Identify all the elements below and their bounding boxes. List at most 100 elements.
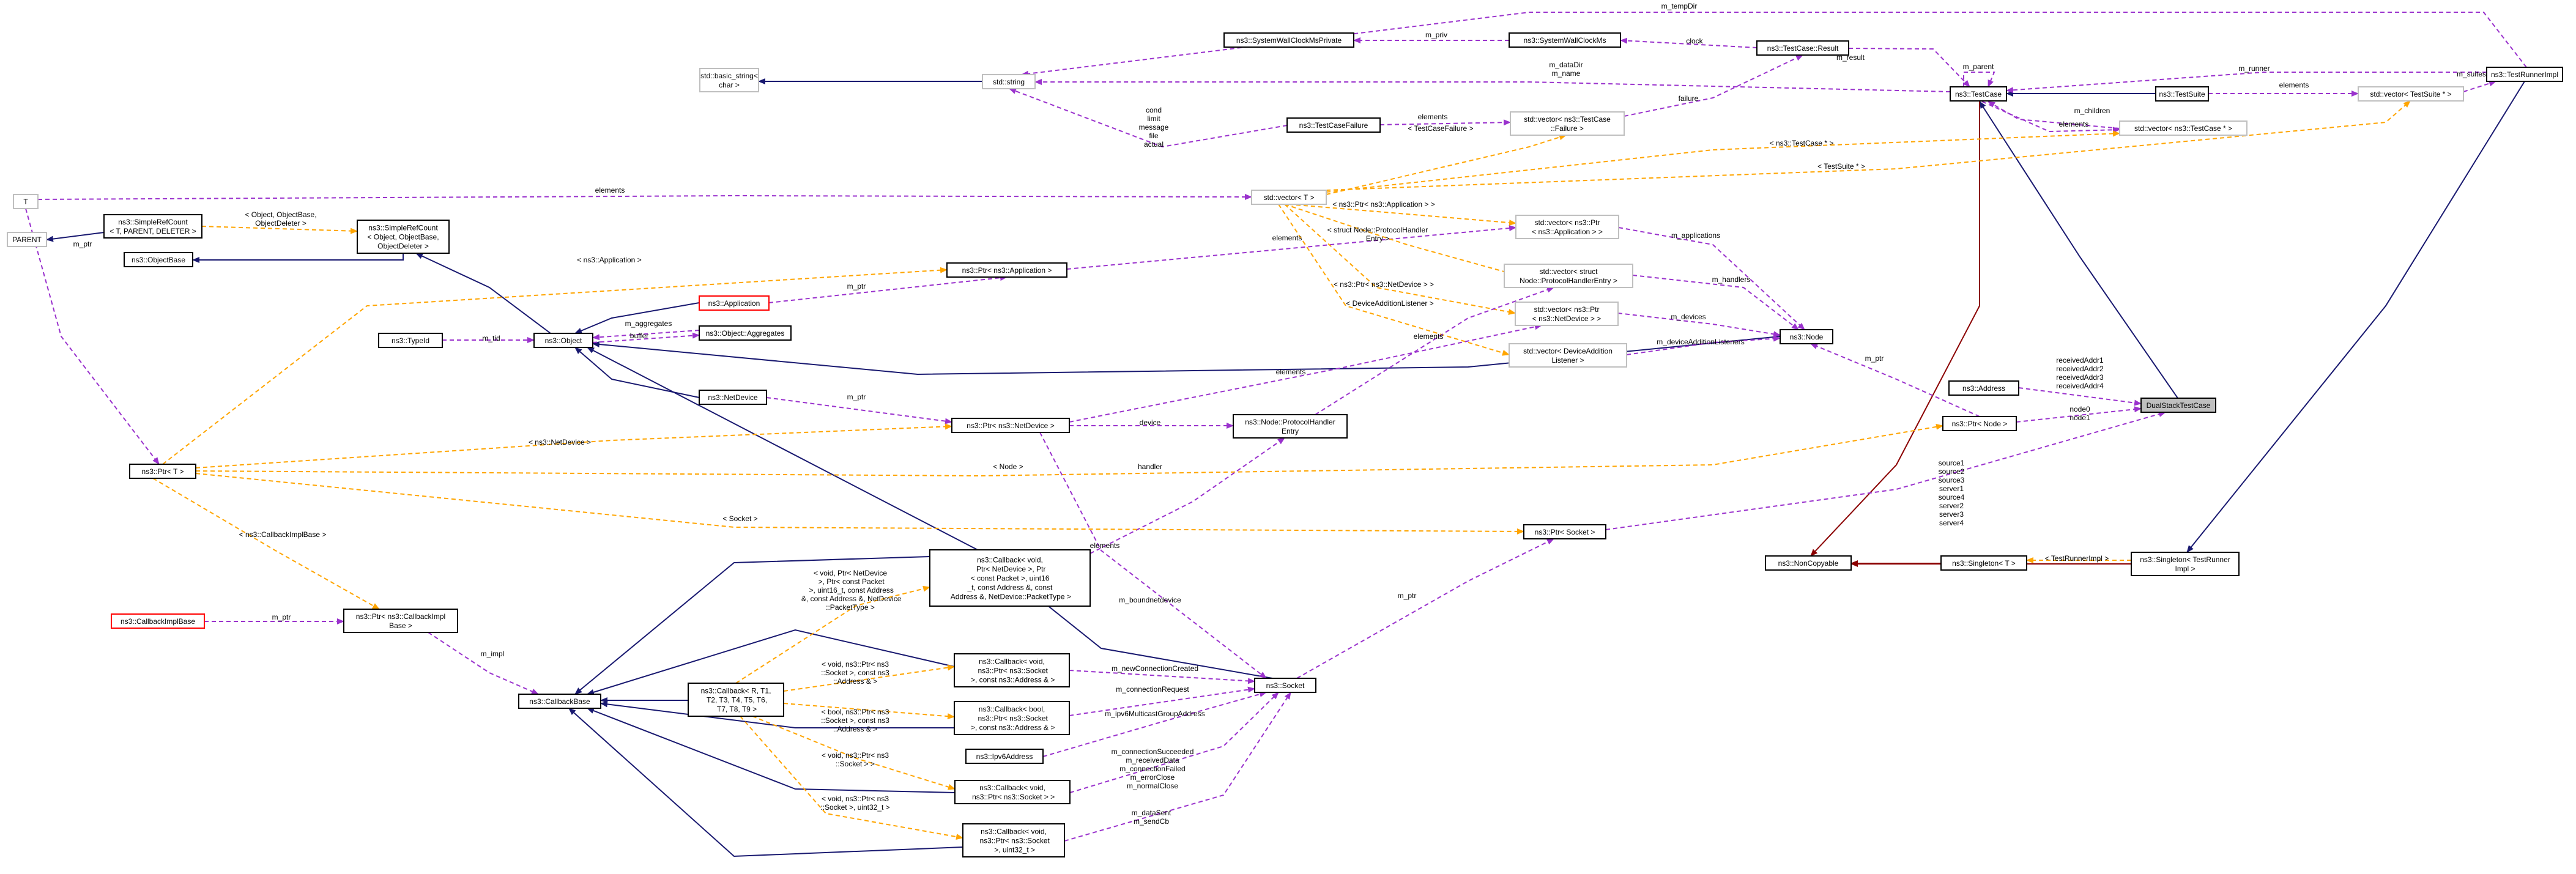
- class-node-label: std::vector< ns3::TestCase * >: [2134, 124, 2232, 133]
- edge-inherit-object-to-simplerefcountobj: [415, 253, 551, 334]
- class-node-vec-test-case-failure[interactable]: std::vector< ns3::TestCase::Failure >: [1510, 111, 1625, 136]
- edge-label-l-objbase-tmpl: < Object, ObjectBase,ObjectDeleter >: [245, 210, 316, 228]
- edge-inherit-callbackprotocol-to-callbackbase: [574, 556, 930, 695]
- class-node-ptr-socket[interactable]: ns3::Ptr< Socket >: [1523, 524, 1606, 539]
- edge-template-callbacktemplate-to-callbackvoidsocketaddr: [783, 664, 955, 692]
- edge-usage-callbackvoidsocketuint-to-socket: [1064, 692, 1291, 842]
- edge-usage-string-to-testcase: [1034, 79, 1951, 92]
- class-node-object[interactable]: ns3::Object: [533, 333, 593, 348]
- class-node-ptr-application[interactable]: ns3::Ptr< ns3::Application >: [946, 262, 1067, 278]
- class-node-callback-void-socket[interactable]: ns3::Callback< void, ns3::Ptr< ns3::Sock…: [954, 780, 1071, 804]
- class-node-vec-ptr-net-device[interactable]: std::vector< ns3::Ptr< ns3::NetDevice > …: [1515, 302, 1619, 326]
- edge-label-l-elements-tsuite: elements: [2279, 81, 2309, 89]
- class-node-non-copyable[interactable]: ns3::NonCopyable: [1765, 555, 1852, 571]
- class-node-string[interactable]: std::string: [982, 74, 1036, 89]
- class-node-ptr-node[interactable]: ns3::Ptr< Node >: [1942, 416, 2017, 431]
- class-node-object-base[interactable]: ns3::ObjectBase: [124, 252, 193, 267]
- class-node-label: ns3::Singleton< T >: [1952, 559, 2016, 568]
- edge-label-l-handlers: m_handlers: [1712, 275, 1751, 284]
- class-node-system-wall-clock-ms[interactable]: ns3::SystemWallClockMs: [1509, 32, 1621, 48]
- edge-usage-ptrsocket-to-dualstacktestcase: [1605, 411, 2166, 530]
- class-node-ptr-t[interactable]: ns3::Ptr< T >: [129, 464, 196, 479]
- edge-inherit-callbackvoidsocket-to-callbackbase: [587, 708, 956, 793]
- class-node-label: ns3::Application: [708, 299, 760, 308]
- edge-inherit-simplerefcountt-to-parent: [46, 232, 105, 242]
- class-node-socket[interactable]: ns3::Socket: [1254, 678, 1316, 693]
- edge-label-l-testcase-tmpl: < ns3::TestCase * >: [1770, 139, 1834, 147]
- class-node-net-device[interactable]: ns3::NetDevice: [699, 390, 767, 405]
- edge-label-l-voidsock-tmpl: < void, ns3::Ptr< ns3::Socket > >: [822, 751, 889, 768]
- class-node-label: ns3::ObjectBase: [132, 256, 185, 264]
- class-node-label: std::vector< ns3::Ptr< ns3::NetDevice > …: [1532, 305, 1601, 323]
- edge-label-l-tcfailure-tmpl: < TestCaseFailure >: [1408, 124, 1473, 133]
- class-node-vec-t[interactable]: std::vector< T >: [1251, 190, 1327, 205]
- edge-label-l-elements-phe: elements: [1414, 332, 1444, 341]
- class-node-simple-ref-count-obj[interactable]: ns3::SimpleRefCount< Object, ObjectBase,…: [357, 220, 450, 254]
- edge-label-l-tid: m_tid: [482, 334, 500, 343]
- class-node-vec-test-case-ptr[interactable]: std::vector< ns3::TestCase * >: [2119, 120, 2248, 136]
- class-node-singleton-t[interactable]: ns3::Singleton< T >: [1940, 555, 2027, 571]
- class-node-t[interactable]: T: [13, 194, 39, 209]
- class-node-label: std::vector< ns3::TestCase::Failure >: [1524, 115, 1611, 133]
- edge-inherit-simplerefcountobj-to-objectbase: [192, 253, 404, 263]
- edge-label-l-device: device: [1140, 418, 1161, 427]
- edge-label-l-netdevice-tmpl: < ns3::NetDevice >: [529, 438, 591, 446]
- class-node-simple-ref-count-t[interactable]: ns3::SimpleRefCount< T, PARENT, DELETER …: [103, 214, 202, 239]
- class-node-callback-void-socket-addr[interactable]: ns3::Callback< void, ns3::Ptr< ns3::Sock…: [954, 653, 1070, 687]
- edge-label-l-mptr-node: m_ptr: [1865, 354, 1884, 363]
- class-node-ipv6address[interactable]: ns3::Ipv6Address: [965, 749, 1044, 764]
- class-node-application[interactable]: ns3::Application: [699, 295, 770, 311]
- class-node-vec-ptr-application[interactable]: std::vector< ns3::Ptr< ns3::Application …: [1515, 215, 1619, 239]
- class-node-callback-impl-base[interactable]: ns3::CallbackImplBase: [111, 613, 205, 629]
- edge-usage-ptrapplication-to-vecptrapplication: [1066, 225, 1516, 270]
- edge-inherit-netdevice-to-object: [574, 347, 700, 398]
- class-node-callback-base[interactable]: ns3::CallbackBase: [518, 694, 601, 709]
- class-node-type-id[interactable]: ns3::TypeId: [378, 333, 443, 348]
- class-node-vec-test-suite-ptr[interactable]: std::vector< TestSuite * >: [2358, 86, 2464, 102]
- class-node-basic_string[interactable]: std::basic_string<char >: [699, 68, 759, 92]
- class-node-test-case-failure[interactable]: ns3::TestCaseFailure: [1286, 117, 1381, 133]
- edge-usage-t-to-vect: [37, 193, 1252, 200]
- class-node-parent[interactable]: PARENT: [7, 232, 47, 247]
- edge-label-l-priv: m_priv: [1425, 31, 1447, 39]
- edge-label-l-elements-tcfail: elements: [1418, 113, 1448, 121]
- class-node-label: DualStackTestCase: [2147, 401, 2211, 410]
- class-node-label: std::string: [993, 78, 1025, 86]
- edge-usage-address-to-dualstacktestcase: [2018, 387, 2142, 406]
- class-node-callback-template[interactable]: ns3::Callback< R, T1, T2, T3, T4, T5, T6…: [688, 683, 784, 717]
- edge-usage-vectestcaseptr-to-testcase: [1988, 101, 2120, 129]
- edge-usage-ptrnode-to-node: [1810, 343, 1980, 417]
- edge-label-l-elements-cb: elements: [1090, 541, 1120, 550]
- edge-label-l-parent: m_parent: [1963, 62, 1994, 71]
- class-node-node[interactable]: ns3::Node: [1780, 329, 1833, 344]
- class-node-callback-bool-socket-addr[interactable]: ns3::Callback< bool, ns3::Ptr< ns3::Sock…: [954, 701, 1070, 735]
- class-node-label: ns3::Ptr< Node >: [1952, 420, 2008, 428]
- edge-template-callbacktemplate-to-callbackboolsocketaddr: [783, 703, 955, 720]
- class-node-address[interactable]: ns3::Address: [1948, 380, 2019, 396]
- edge-label-l-cbimplbase-tmpl: < ns3::CallbackImplBase >: [239, 530, 327, 539]
- class-node-ptr-net-device[interactable]: ns3::Ptr< ns3::NetDevice >: [951, 418, 1070, 433]
- class-node-test-case[interactable]: ns3::TestCase: [1950, 86, 2007, 102]
- edge-label-l-clock: clock: [1686, 37, 1703, 45]
- class-node-label: ns3::Ptr< ns3::NetDevice >: [967, 421, 1054, 430]
- class-node-dual-stack-test-case[interactable]: DualStackTestCase: [2140, 398, 2216, 413]
- edge-usage-callbackprotocol-to-protocolhandlerentry: [1089, 437, 1285, 554]
- class-node-system-wall-clock-ms-private[interactable]: ns3::SystemWallClockMsPrivate: [1223, 32, 1354, 48]
- class-node-callback-protocol[interactable]: ns3::Callback< void, Ptr< NetDevice >, P…: [929, 549, 1091, 607]
- class-node-test-case-result[interactable]: ns3::TestCase::Result: [1756, 40, 1849, 56]
- class-node-test-suite[interactable]: ns3::TestSuite: [2155, 86, 2209, 102]
- class-node-test-runner-impl[interactable]: ns3::TestRunnerImpl: [2486, 67, 2563, 82]
- edge-label-l-mptr-nd: m_ptr: [847, 393, 866, 401]
- class-node-callback-void-socket-uint[interactable]: ns3::Callback< void, ns3::Ptr< ns3::Sock…: [962, 823, 1065, 857]
- class-node-aggregates[interactable]: ns3::Object::Aggregates: [699, 325, 792, 341]
